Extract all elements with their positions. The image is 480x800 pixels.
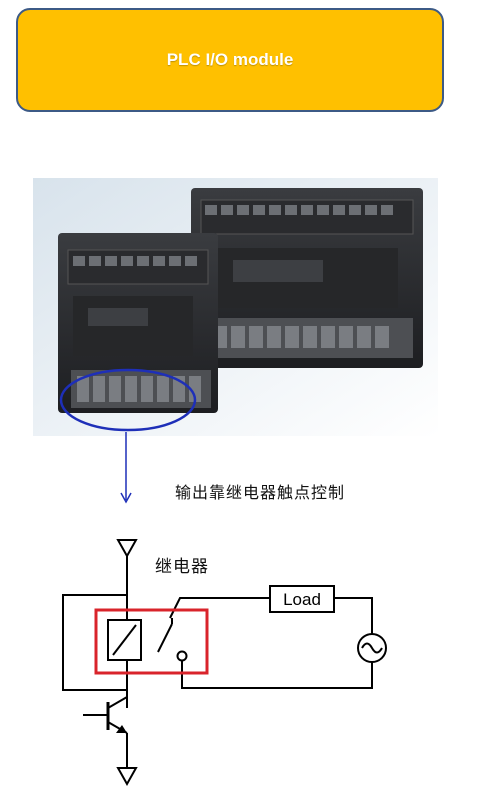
plc-photo <box>33 178 438 436</box>
title-banner: PLC I/O module <box>16 8 444 112</box>
relay-label: 继电器 <box>155 557 209 577</box>
caption: 输出靠继电器触点控制 <box>175 483 346 502</box>
supply-arrow-top <box>116 539 138 559</box>
relay-circuit-diagram: Load <box>62 432 387 787</box>
pointer-arrow <box>120 432 132 504</box>
relay-highlight-box <box>94 608 209 675</box>
plc-large-unit <box>191 188 423 368</box>
contact-terminal <box>176 650 188 662</box>
transistor-emitter-arrow <box>116 725 127 733</box>
title: PLC I/O module <box>166 50 294 69</box>
highlight-ellipse <box>59 368 197 432</box>
load-label: Load <box>283 590 321 609</box>
ground-arrow-bottom <box>116 767 138 787</box>
relay-contact <box>157 623 173 653</box>
coil-loop <box>62 594 127 691</box>
plc-small-unit <box>58 233 218 413</box>
